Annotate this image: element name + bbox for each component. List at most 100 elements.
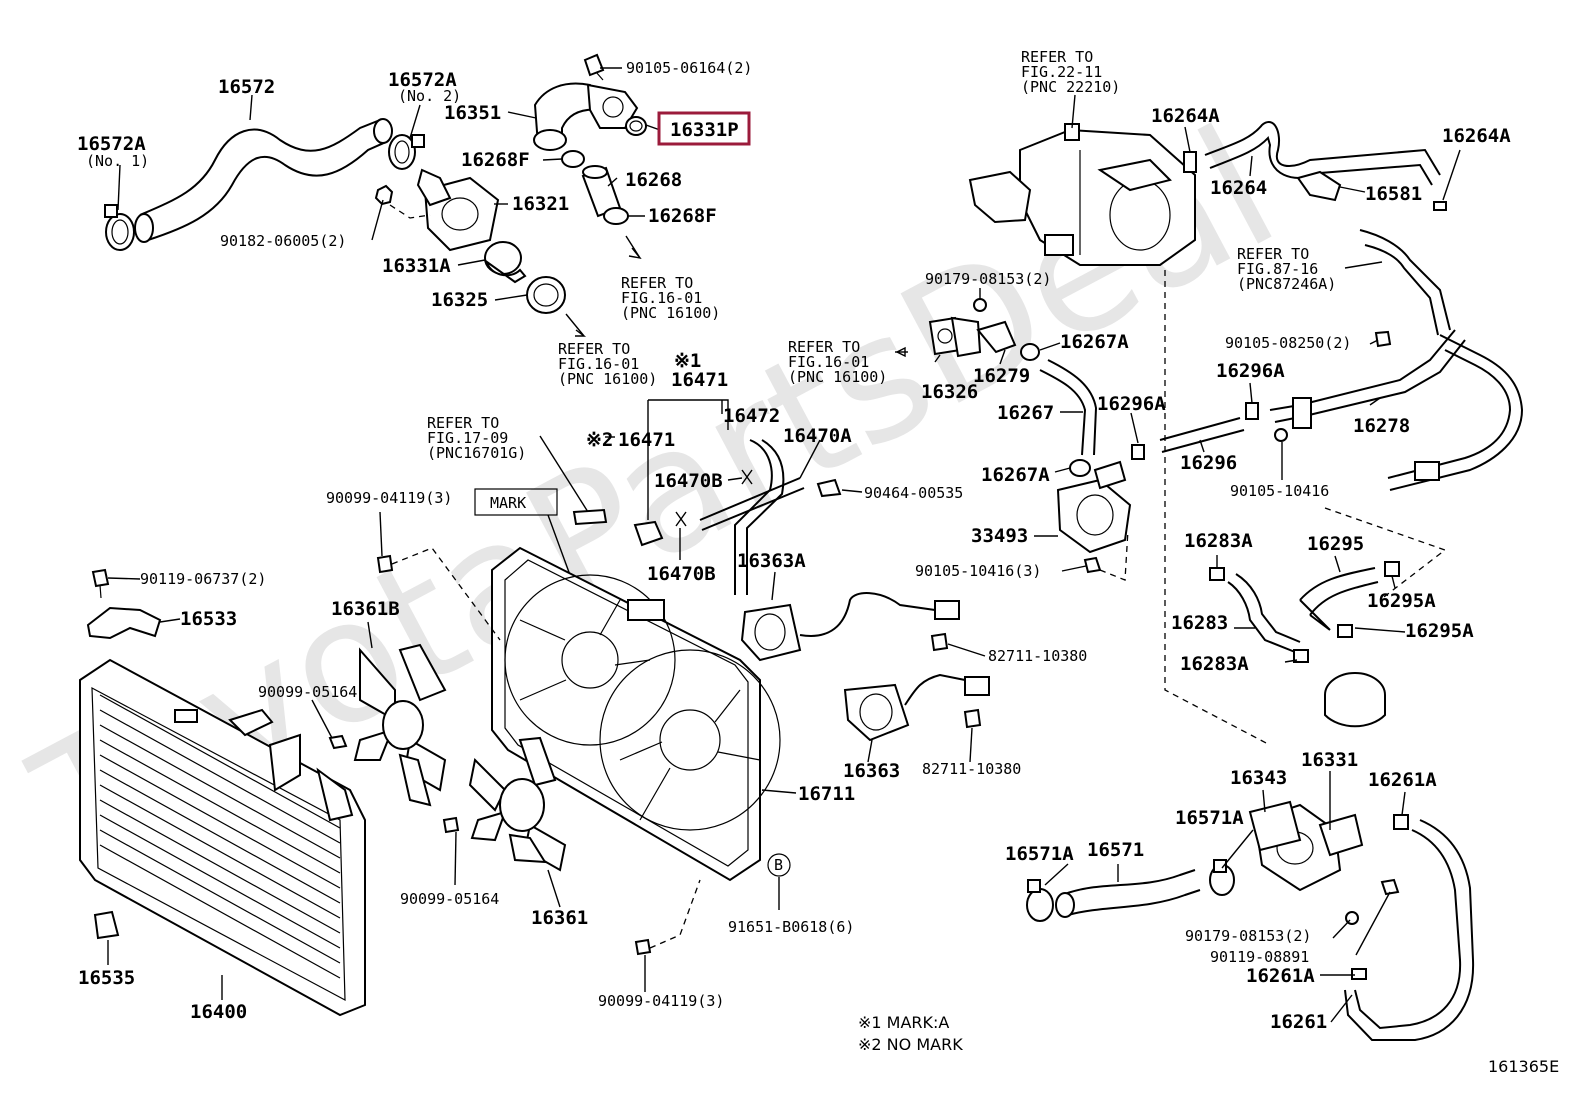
fan-motor-16363[interactable] [843, 673, 990, 742]
svg-text:REFER TO: REFER TO [621, 274, 693, 292]
label-16470b-lower: 16470B [647, 563, 716, 585]
hose-16472[interactable] [699, 439, 805, 595]
nut-90099-05164-a[interactable] [328, 734, 348, 750]
clip-82711-10380-a[interactable] [930, 632, 949, 652]
clip-16470b-upper[interactable] [741, 469, 753, 485]
clamp-16571a-left[interactable] [1026, 879, 1054, 922]
label-16264: 16264 [1210, 177, 1267, 199]
hose-16261[interactable] [1344, 819, 1475, 1041]
refer-fig-16-01-b[interactable]: REFER TO FIG.16-01 (PNC 16100) [558, 340, 657, 388]
clip-82711-10380-b[interactable] [963, 708, 982, 729]
pipe-16268[interactable] [581, 165, 622, 218]
bolt-90119-08891[interactable] [1380, 878, 1400, 896]
water-pipe-16278[interactable] [1269, 229, 1524, 491]
refer-fig-16-01-a[interactable]: REFER TO FIG.16-01 (PNC 16100) [621, 274, 720, 322]
throttle-body[interactable] [968, 123, 1196, 266]
label-16572a-no1: 16572A [77, 133, 146, 155]
fan-motor-16363a[interactable] [740, 592, 960, 662]
hose-clamp-16264a-left[interactable] [1183, 151, 1197, 173]
water-valve-33493[interactable] [1056, 460, 1132, 554]
svg-text:(PNC 16100): (PNC 16100) [788, 368, 887, 386]
label-16296: 16296 [1180, 452, 1237, 474]
label-16267a-lower: 16267A [981, 464, 1050, 486]
clamp-16295a-lower[interactable] [1337, 624, 1353, 638]
nut-90182-06005[interactable] [374, 184, 394, 206]
bolt-90105-08250[interactable] [1374, 330, 1392, 348]
label-16361: 16361 [531, 907, 588, 929]
clamp-16295a-upper[interactable] [1384, 561, 1400, 577]
label-16711: 16711 [798, 783, 855, 805]
label-16268f-lower: 16268F [648, 205, 717, 227]
label-16321: 16321 [512, 193, 569, 215]
hose-16295[interactable] [1299, 567, 1379, 631]
gasket-16331p[interactable] [625, 116, 647, 136]
label-33493: 33493 [971, 525, 1028, 547]
fan-shroud-16711[interactable] [491, 546, 781, 882]
label-16571a-right: 16571A [1175, 807, 1244, 829]
label-16268f-upper: 16268F [461, 149, 530, 171]
cap-16471[interactable] [633, 520, 664, 547]
clip-16470b-lower[interactable] [675, 511, 687, 527]
label-16261a-lower: 16261A [1246, 965, 1315, 987]
hose-16283[interactable] [1227, 573, 1301, 653]
clamp-16283a-upper[interactable] [1209, 567, 1225, 581]
refer-fig-16-01-c[interactable]: REFER TO FIG.16-01 (PNC 16100) [788, 338, 887, 386]
hose-clamp-16264a-right[interactable] [1433, 201, 1447, 211]
label-16296a-lower: 16296A [1097, 393, 1166, 415]
clamp-16267a-lower[interactable] [1069, 459, 1091, 477]
clamp-16296a-left[interactable] [1131, 444, 1145, 460]
hose-clamp-no1[interactable] [104, 204, 135, 251]
clamp-16261a-lower[interactable] [1351, 968, 1367, 980]
bolt-90105-10416-a[interactable] [1274, 428, 1288, 442]
clamp-16296a-right[interactable] [1245, 402, 1259, 420]
refer-fig-22-11[interactable]: REFER TO FIG.22-11 (PNC 22210) [1021, 48, 1120, 96]
refer-fig-17-09[interactable]: REFER TO FIG.17-09 (PNC16701G) [427, 414, 526, 462]
nut-90099-05164-b[interactable] [442, 816, 460, 834]
bolt-90099-04119-b[interactable] [634, 938, 652, 956]
label-90099-04119-b: 90099-04119(3) [598, 992, 724, 1010]
svg-text:(PNC 22210): (PNC 22210) [1021, 78, 1120, 96]
bolt-90119-06737[interactable] [91, 568, 110, 599]
svg-text:FIG.16-01: FIG.16-01 [621, 289, 702, 307]
clamp-16261a-upper[interactable] [1393, 814, 1409, 830]
fan-16361[interactable] [468, 736, 567, 872]
label-16581: 16581 [1365, 183, 1422, 205]
bolt-90099-04119-a[interactable] [376, 554, 394, 574]
water-outlet-16321[interactable] [416, 168, 500, 252]
gasket-16343[interactable] [1248, 800, 1302, 852]
hose-16571[interactable] [1055, 869, 1201, 918]
reservoir-tank[interactable] [1324, 672, 1386, 728]
hose-clamp-no2[interactable] [388, 134, 425, 170]
bolt-90105-10416-b[interactable] [1083, 556, 1102, 574]
fan-16361b[interactable] [353, 643, 447, 807]
bolt-90179-08153-a[interactable] [973, 298, 987, 312]
label-90119-06737: 90119-06737(2) [140, 570, 266, 588]
o-ring-16268f-upper[interactable] [561, 150, 585, 168]
hose-16267[interactable] [1039, 359, 1098, 456]
radiator-16400[interactable] [79, 658, 366, 1017]
clamp-16571a-right[interactable] [1209, 859, 1235, 896]
bracket-16533[interactable] [86, 606, 162, 640]
pipe-16279[interactable] [976, 320, 1017, 354]
clamp-16267a-upper[interactable] [1020, 343, 1040, 361]
label-no1: (No. 1) [86, 152, 149, 170]
gasket-16326[interactable] [928, 316, 982, 358]
clamp-16283a-lower[interactable] [1293, 649, 1309, 663]
bolt-90105-06164[interactable] [583, 53, 605, 81]
bracket-16581[interactable] [1296, 170, 1342, 202]
svg-text:FIG.87-16: FIG.87-16 [1237, 260, 1318, 278]
hose-16296[interactable] [1159, 417, 1245, 453]
label-16331p[interactable]: 16331P [670, 119, 739, 141]
upper-radiator-hose[interactable] [134, 118, 393, 243]
clip-90464-00535[interactable] [816, 478, 842, 498]
cap-16535[interactable] [93, 910, 120, 940]
water-inlet-elbow-16351[interactable] [533, 82, 639, 151]
label-16470a: 16470A [783, 425, 852, 447]
o-ring-16268f-lower[interactable] [603, 207, 629, 225]
gasket-16325[interactable] [526, 276, 566, 314]
refer-fig-87-16[interactable]: REFER TO FIG.87-16 (PNC87246A) [1237, 245, 1336, 293]
thermostat-16331a[interactable] [484, 241, 527, 284]
label-16279: 16279 [973, 365, 1030, 387]
label-16268: 16268 [625, 169, 682, 191]
svg-text:FIG.16-01: FIG.16-01 [558, 355, 639, 373]
